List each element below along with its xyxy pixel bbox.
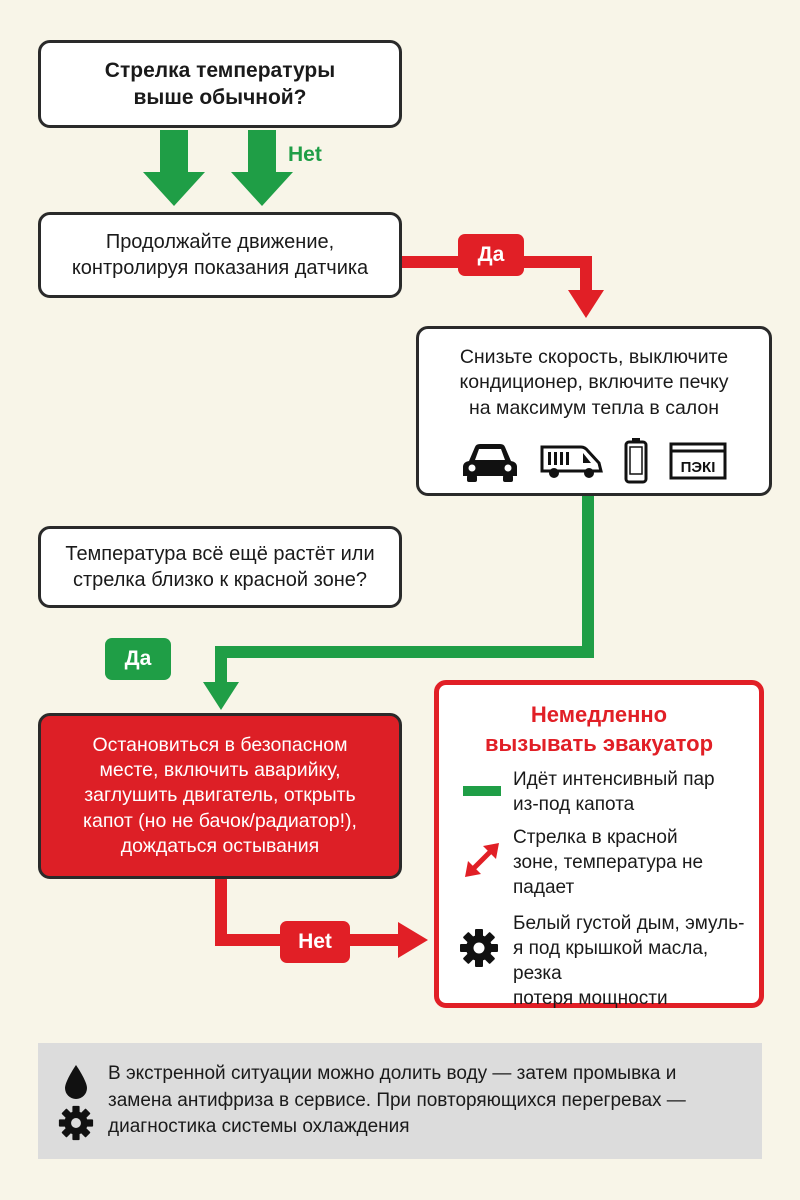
call-tow-truck-title: Немедленно вызывать эвакуатор <box>484 702 714 756</box>
reduce-speed-text: Снизьте скорость, выключите кондиционер,… <box>459 346 729 419</box>
continue-driving-box: Продолжайте движение, контролируя показа… <box>38 212 402 298</box>
gear-icon <box>58 1105 94 1141</box>
display-icon-text: ПЭКI <box>681 459 716 476</box>
stop-safely-box: Остановиться в безопасном месте, включит… <box>38 713 402 879</box>
yes-label-top: Да <box>458 234 524 276</box>
tow-item-red-zone: Стрелка в красной зоне, температура не п… <box>513 827 704 899</box>
gear-icon <box>460 929 498 967</box>
question-temperature-box: Стрелка температуры выше обычной? <box>38 40 402 128</box>
continue-driving-text: Продолжайте движение, контролируя показа… <box>71 231 369 279</box>
call-tow-truck-box: Немедленно вызывать эвакуатор Идёт интен… <box>434 680 764 1010</box>
no-label-bottom: Нet <box>280 921 350 963</box>
red-arrow-head-yes <box>568 290 604 318</box>
yes-label-mid: Да <box>105 638 171 680</box>
drop-icon <box>65 1065 87 1099</box>
green-down-arrow-left <box>143 130 205 206</box>
tow-item-smoke: Белый густой дым, эмуль- я под крышкой м… <box>513 913 745 1010</box>
double-arrow-icon <box>465 843 499 877</box>
reduce-speed-box: Снизьте скорость, выключите кондиционер,… <box>416 326 772 496</box>
question-still-rising-box: Температура всё ещё растёт или стрелка б… <box>38 526 402 608</box>
question-still-rising-text: Температура всё ещё растёт или стрелка б… <box>65 543 375 591</box>
tow-item-steam: Идёт интенсивный пар из-под капота <box>513 769 715 816</box>
no-label-top: Нet <box>288 143 322 166</box>
red-arrow-head-no <box>398 922 428 958</box>
stop-safely-text: Остановиться в безопасном месте, включит… <box>83 733 357 858</box>
green-connector-yes <box>215 496 594 684</box>
van-icon <box>540 445 603 479</box>
display-icon: ПЭКI <box>669 442 727 480</box>
green-bar-icon <box>463 786 501 796</box>
emergency-note-text: В экстренной ситуации можно долить воду … <box>108 1063 686 1138</box>
green-down-arrow-right <box>231 130 293 206</box>
phone-icon <box>624 438 648 484</box>
car-icon <box>463 444 517 483</box>
emergency-note-panel: В экстренной ситуации можно долить воду … <box>38 1043 762 1159</box>
green-arrow-head-yes <box>203 682 239 710</box>
question-temperature-text: Стрелка температуры выше обычной? <box>104 58 336 109</box>
